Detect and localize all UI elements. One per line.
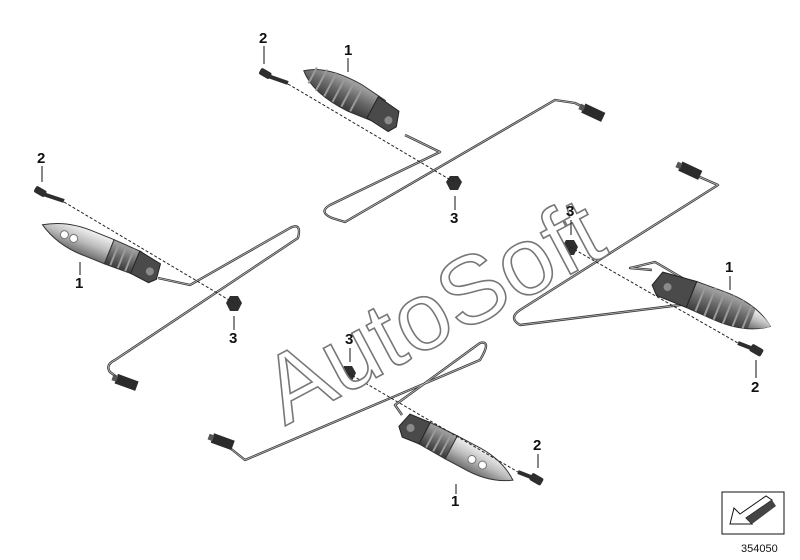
turn-indicator-top: [303, 67, 400, 133]
wire-harness-top: [323, 98, 596, 224]
screw-bottom: [517, 470, 544, 486]
callout-nut-top: 3: [450, 210, 458, 227]
callouts: 1 2 3 2 1 3 3 1 2 3 2 1: [37, 30, 759, 510]
connector-icon: [111, 373, 139, 391]
callout-nut-left: 3: [229, 330, 237, 347]
callout-indicator-bottom: 1: [451, 493, 459, 510]
turn-indicator-icon: [303, 67, 400, 133]
watermark: AutoSoft: [245, 177, 620, 444]
nut-icon: [446, 176, 462, 190]
screw-right: [737, 341, 764, 357]
callout-screw-right: 2: [751, 379, 759, 396]
turn-indicator-bottom: [398, 413, 514, 482]
screw-icon: [517, 470, 544, 486]
document-number: 354050: [741, 543, 778, 555]
screw-left: [34, 186, 65, 203]
nut-icon: [226, 296, 242, 311]
turn-indicator-icon: [398, 413, 514, 482]
nut-left: [226, 296, 242, 311]
assembly-lines: [63, 83, 739, 473]
callout-indicator-right: 1: [725, 259, 733, 276]
screw-icon: [259, 68, 289, 85]
wire-harness-left: [107, 225, 301, 379]
callout-nut-bottom: 3: [345, 331, 353, 348]
arrow-symbol-box: [721, 491, 785, 535]
turn-indicator-icon: [41, 222, 162, 284]
callout-screw-left: 2: [37, 150, 45, 167]
callout-nut-right: 3: [566, 203, 574, 220]
turn-indicator-right: [651, 271, 772, 330]
callout-indicator-left: 1: [75, 275, 83, 292]
screw-top: [259, 68, 289, 85]
connector-icon: [578, 103, 606, 122]
callout-screw-top: 2: [259, 30, 267, 47]
turn-indicator-left: [41, 222, 162, 284]
wire-harness-bottom: [219, 341, 488, 462]
turn-indicator-icon: [651, 271, 772, 330]
screw-icon: [34, 186, 65, 203]
connector-icon: [675, 161, 703, 180]
callout-screw-bottom: 2: [533, 437, 541, 454]
callout-indicator-top: 1: [344, 42, 352, 59]
arrow-symbol-icon: [729, 495, 776, 525]
screw-icon: [737, 341, 764, 357]
nut-top: [446, 176, 462, 190]
connector-icon: [207, 433, 235, 451]
